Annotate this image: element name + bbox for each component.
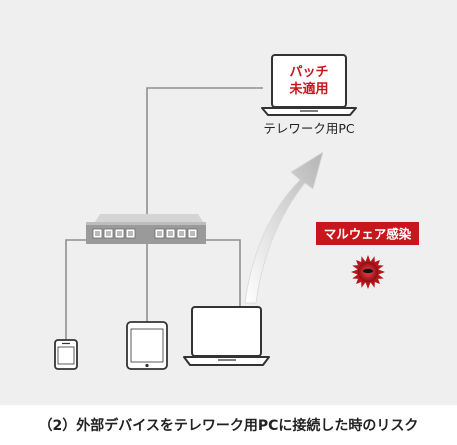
line-switch-to-laptop — [204, 239, 241, 307]
tablet-icon — [126, 321, 168, 370]
network-switch-icon — [86, 214, 206, 244]
laptop-icon — [183, 306, 270, 366]
telework-pc-laptop-icon — [261, 54, 357, 116]
smartphone-icon — [54, 339, 78, 370]
malware-label: マルウェア感染 — [324, 227, 412, 242]
line-switch-to-telework-pc — [146, 87, 263, 215]
line-switch-to-smartphone — [65, 239, 90, 340]
malware-badge — [316, 222, 419, 245]
diagram-caption: （2）外部デバイスをテレワーク用PCに接続した時のリスク — [38, 418, 419, 434]
diagram-svg: パッチ 未適用 テレワーク用PC — [54, 54, 419, 370]
telework-pc-label: テレワーク用PC — [263, 121, 355, 136]
laptop-screen-line-1: パッチ — [289, 65, 328, 80]
connection-lines — [65, 87, 263, 340]
laptop-screen-line-2: 未適用 — [288, 81, 328, 97]
curved-arrow-icon — [244, 151, 324, 304]
malware-virus-icon — [351, 255, 385, 289]
